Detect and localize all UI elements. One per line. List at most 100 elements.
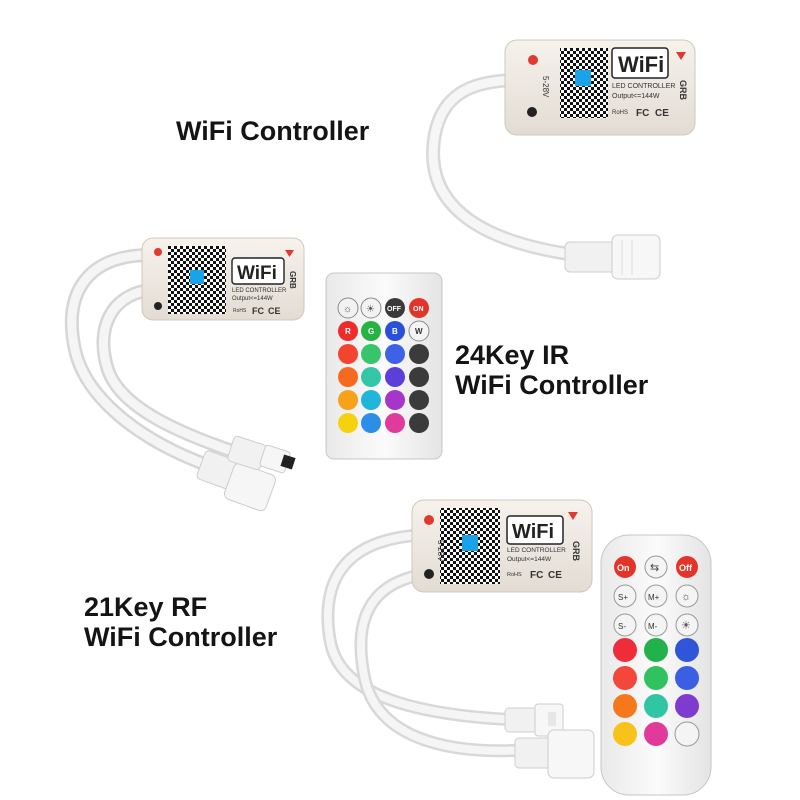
color-button[interactable] [338,413,358,433]
blue-button[interactable] [385,321,405,341]
white-button[interactable] [408,320,430,342]
white-label: W [415,327,423,336]
color-button[interactable] [675,638,699,662]
color-button[interactable] [675,666,699,690]
fade-button[interactable] [409,390,429,410]
color-grid [613,638,700,747]
caption-line: WiFi Controller [176,116,370,146]
color-button[interactable] [675,694,699,718]
led-red-dot [528,55,538,65]
controller-output: Output<=144W [612,93,660,100]
rohs-mark: RoHS [612,110,628,116]
color-button[interactable] [361,390,381,410]
ce-mark: CE [655,108,669,119]
rohs-mark: RoHS [233,308,247,314]
smooth-button[interactable] [409,413,429,433]
color-button[interactable] [361,344,381,364]
ce-mark: CE [268,306,281,316]
arrow-marker [285,250,294,257]
voltage-label: 5-28V [541,76,550,98]
blue-label: B [392,327,398,336]
color-button[interactable] [338,344,358,364]
green-label: G [368,327,374,336]
rohs-mark: RoHS [507,572,522,578]
fc-mark: FC [636,108,649,119]
flash-button[interactable] [409,344,429,364]
controller-subtitle: LED CONTROLLER [507,547,566,554]
rf-remote-21key: On ⇆ Off S+ M+ ☼ S- M- ☀ [600,534,712,796]
sun-dim-icon: ☀ [366,304,375,315]
color-button[interactable] [644,694,668,718]
color-button[interactable] [613,722,637,746]
wifi-controller-ir: WiFi LED CONTROLLER Output<=144W RoHS FC… [64,237,305,512]
strobe-button[interactable] [409,367,429,387]
on-button[interactable] [614,556,636,578]
green-button[interactable] [361,321,381,341]
speed-up-button[interactable] [613,584,637,608]
color-button[interactable] [644,722,668,746]
wifi-controller-top: WiFi LED CONTROLLER Output<=144W RoHS FC… [426,39,696,280]
controller-output: Output<=144W [232,296,273,302]
button-dot [154,302,162,310]
color-button[interactable] [385,390,405,410]
fc-mark: FC [530,570,543,581]
red-button[interactable] [338,321,358,341]
off-button[interactable] [385,298,405,318]
color-button[interactable] [385,413,405,433]
speed-down-button[interactable] [613,613,637,637]
color-grid [338,344,429,433]
speed-down-label: S- [618,622,626,631]
wifi-logo: WiFi [618,52,664,77]
off-label: OFF [387,306,402,313]
side-letters: GRB [571,541,581,562]
brightness-up-button[interactable] [337,297,359,319]
wifi-logo: WiFi [512,521,554,543]
on-label: ON [413,306,424,313]
mode-up-label: M+ [648,593,660,602]
caption-line: WiFi Controller [84,622,278,653]
mode-up-button[interactable] [644,584,668,608]
arrow-marker [676,52,686,60]
off-button[interactable] [676,556,698,578]
white-button[interactable] [674,721,700,747]
speed-up-label: S+ [618,593,628,602]
color-button[interactable] [613,666,637,690]
voltage-label: 5-28V [436,540,445,562]
ir-remote-24key: ☼ ☀ OFF ON R G B W [325,272,443,460]
color-button[interactable] [338,390,358,410]
on-button[interactable] [409,298,429,318]
color-button[interactable] [644,638,668,662]
caption-line: WiFi Controller [455,370,649,401]
brightness-down-button[interactable] [360,297,382,319]
wifi-logo: WiFi [237,263,277,284]
sun-icon: ☼ [343,304,352,315]
color-button[interactable] [361,367,381,387]
color-button[interactable] [613,638,637,662]
remote-body [325,272,443,460]
mode-down-button[interactable] [644,613,668,637]
controller-output: Output<=144W [507,556,552,563]
color-button[interactable] [338,367,358,387]
caption-24key-ir: 24Key IR WiFi Controller [455,340,648,400]
fc-mark: FC [252,306,264,316]
caption-line: 24Key IR [455,340,570,370]
caption-21key-rf: 21Key RF WiFi Controller [84,592,277,652]
brightness-down-button[interactable] [675,613,699,637]
color-button[interactable] [613,694,637,718]
controller-subtitle: LED CONTROLLER [232,288,287,294]
brightness-up-button[interactable] [675,584,699,608]
mode-button[interactable] [644,555,668,579]
color-button[interactable] [361,413,381,433]
wifi-controller-rf: WiFi LED CONTROLLER Output<=144W RoHS FC… [321,499,595,779]
color-button[interactable] [644,666,668,690]
button-dot [527,107,537,117]
dc-connector-male [504,703,564,737]
color-button[interactable] [385,367,405,387]
swap-icon: ⇆ [650,562,659,574]
ce-mark: CE [548,570,562,581]
color-button[interactable] [385,344,405,364]
off-label: Off [679,563,693,573]
side-letters: GRB [288,271,297,289]
